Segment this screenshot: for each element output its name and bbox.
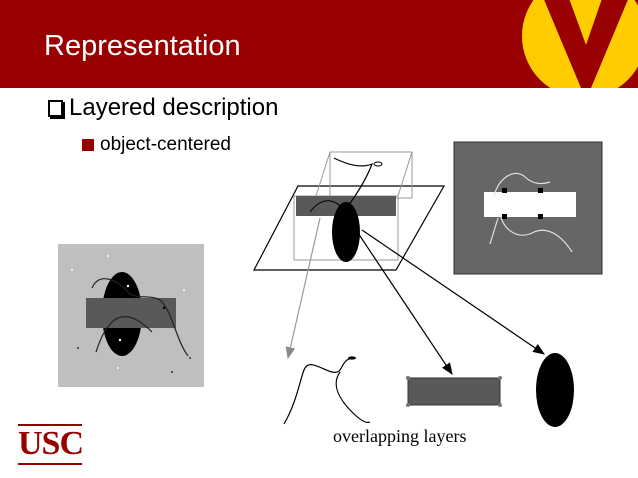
arrow-to-curves: [285, 217, 321, 360]
bullet-level1-text: Layered description: [69, 94, 279, 121]
layer-bar: [406, 376, 502, 407]
trojan-v-logo-icon: [522, 0, 638, 88]
bullet-object-centered: object-centered: [82, 134, 231, 156]
usc-logo: USC: [18, 425, 84, 462]
occlusion-image: [453, 141, 603, 275]
layer-curves: [283, 356, 371, 425]
square-bullet-icon: [82, 139, 94, 151]
logo-rule-bottom: [18, 463, 82, 465]
logo-rule-top: [18, 424, 82, 426]
layer-stack-3d: [253, 151, 446, 271]
arrow-to-ellipse: [361, 229, 545, 355]
arrow-to-bar: [351, 223, 453, 375]
bullet-level2-text: object-centered: [100, 134, 231, 155]
diagram-caption: overlapping layers: [333, 426, 467, 446]
slide-title: Representation: [44, 30, 241, 62]
slide-header: Representation: [0, 0, 638, 88]
composite-image: [58, 244, 204, 387]
bullet-layered-description: Layered description: [48, 94, 278, 122]
layer-ellipse: [536, 353, 574, 427]
checkbox-bullet-icon: [48, 99, 63, 117]
